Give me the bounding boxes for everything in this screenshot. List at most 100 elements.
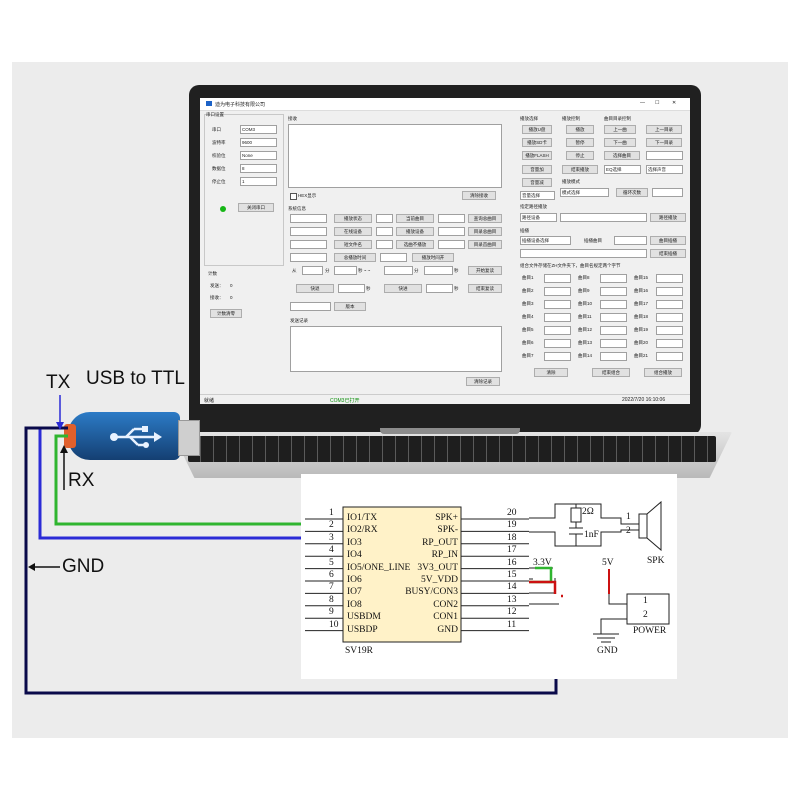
dir-total-button[interactable]: 目录总曲目 <box>468 227 502 236</box>
play-time-button[interactable]: 播放时间开 <box>412 253 454 262</box>
rewind-sec-field[interactable] <box>338 284 365 293</box>
to-min-field[interactable] <box>384 266 413 275</box>
combo-track-field[interactable] <box>656 300 683 309</box>
combo-track-field[interactable] <box>544 352 571 361</box>
minimize-icon[interactable]: — <box>640 100 645 106</box>
from-min-field[interactable] <box>302 266 323 275</box>
combo-track-field[interactable] <box>544 300 571 309</box>
sysinfo-field-5[interactable] <box>376 227 393 236</box>
combo-track-field[interactable] <box>544 339 571 348</box>
insert-track-field[interactable] <box>614 236 647 245</box>
path-device-select[interactable]: 路径设备 <box>520 213 557 222</box>
loop-count-button[interactable]: 循环次数 <box>616 188 648 197</box>
maximize-icon[interactable]: ☐ <box>655 100 660 106</box>
combo-track-field[interactable] <box>656 326 683 335</box>
combo-track-field[interactable] <box>600 287 627 296</box>
baud-select[interactable]: 9600 <box>240 138 277 147</box>
path-field[interactable] <box>560 213 647 222</box>
combo-track-field[interactable] <box>656 313 683 322</box>
combo-track-field[interactable] <box>600 326 627 335</box>
volume-up-button[interactable]: 音量加 <box>522 165 552 174</box>
counter-clear-button[interactable]: 计数清零 <box>210 309 242 318</box>
sysinfo-field-9[interactable] <box>438 240 465 249</box>
select-track-button[interactable]: 选择曲目 <box>604 151 640 160</box>
prev-dir-button[interactable]: 上一目录 <box>646 125 682 134</box>
combo-track-field[interactable] <box>656 339 683 348</box>
rewind-button[interactable]: 快退 <box>296 284 334 293</box>
combo-track-field[interactable] <box>600 274 627 283</box>
volume-select[interactable]: 音量选择 <box>520 191 555 200</box>
clear-log-button[interactable]: 清除记录 <box>466 377 500 386</box>
receive-textarea[interactable] <box>288 124 502 188</box>
combo-play-button[interactable]: 组合播放 <box>644 368 682 377</box>
sysinfo-field-10[interactable] <box>290 253 327 262</box>
start-repeat-button[interactable]: 开始复读 <box>468 266 502 275</box>
pause-button[interactable]: 暂停 <box>566 138 594 147</box>
combo-track-field[interactable] <box>544 287 571 296</box>
combo-track-field[interactable] <box>600 300 627 309</box>
to-sec-field[interactable] <box>424 266 453 275</box>
short-filename-button[interactable]: 短文件名 <box>334 240 372 249</box>
play-button[interactable]: 播放 <box>566 125 594 134</box>
sendlog-textarea[interactable] <box>290 326 502 372</box>
prev-track-button[interactable]: 上一曲 <box>604 125 636 134</box>
total-time-button[interactable]: 总播放时间 <box>334 253 376 262</box>
play-usb-button[interactable]: 播放U盘 <box>522 125 552 134</box>
insert-end-button[interactable]: 结束插播 <box>650 249 686 258</box>
select-track-field[interactable] <box>646 151 683 160</box>
version-field[interactable] <box>290 302 331 311</box>
combo-track-field[interactable] <box>600 352 627 361</box>
play-flash-button[interactable]: 播放FLASH <box>522 151 552 160</box>
loop-count-field[interactable] <box>652 188 683 197</box>
combo-track-field[interactable] <box>544 274 571 283</box>
play-device-button[interactable]: 播放设备 <box>396 227 434 236</box>
mode-select[interactable]: 模式选择 <box>560 188 609 197</box>
stop-button[interactable]: 停止 <box>566 151 594 160</box>
forward-button[interactable]: 快进 <box>384 284 422 293</box>
play-status-button[interactable]: 播放状态 <box>334 214 372 223</box>
eq-select[interactable]: EQ选择 <box>604 165 641 174</box>
volume-down-button[interactable]: 音量减 <box>522 178 552 187</box>
hex-checkbox[interactable] <box>290 193 297 200</box>
databits-select[interactable]: 8 <box>240 164 277 173</box>
close-icon[interactable]: ✕ <box>672 100 677 106</box>
clear-receive-button[interactable]: 清除接收 <box>462 191 496 200</box>
parity-select[interactable]: None <box>240 151 277 160</box>
dir-first-button[interactable]: 目录首曲目 <box>468 240 502 249</box>
combo-track-field[interactable] <box>656 352 683 361</box>
insert-play-button[interactable]: 曲目插播 <box>650 236 686 245</box>
sysinfo-field-6[interactable] <box>438 227 465 236</box>
combo-track-field[interactable] <box>544 326 571 335</box>
combo-track-field[interactable] <box>544 313 571 322</box>
combo-track-field[interactable] <box>600 339 627 348</box>
combo-track-field[interactable] <box>656 274 683 283</box>
next-track-button[interactable]: 下一曲 <box>604 138 636 147</box>
select-no-play-button[interactable]: 选曲不播放 <box>396 240 434 249</box>
next-dir-button[interactable]: 下一目录 <box>646 138 682 147</box>
port-select[interactable]: COM3 <box>240 125 277 134</box>
sysinfo-field-4[interactable] <box>290 227 327 236</box>
play-sd-button[interactable]: 播放SD卡 <box>522 138 552 147</box>
end-play-button[interactable]: 结束播放 <box>562 165 598 174</box>
query-total-button[interactable]: 查询总曲目 <box>468 214 502 223</box>
combo-end-button[interactable]: 结束组合 <box>592 368 630 377</box>
online-device-button[interactable]: 在线设备 <box>334 227 372 236</box>
combo-clear-button[interactable]: 清除 <box>534 368 568 377</box>
version-button[interactable]: 版本 <box>334 302 366 311</box>
insert-path-field[interactable] <box>520 249 647 258</box>
sysinfo-field-1[interactable] <box>290 214 327 223</box>
end-repeat-button[interactable]: 结束复读 <box>468 284 502 293</box>
voice-select[interactable]: 选择声音 <box>646 165 683 174</box>
sysinfo-field-7[interactable] <box>290 240 327 249</box>
path-play-button[interactable]: 路径播放 <box>650 213 686 222</box>
current-track-button[interactable]: 当前曲目 <box>396 214 434 223</box>
from-sec-field[interactable] <box>334 266 357 275</box>
sysinfo-field-3[interactable] <box>438 214 465 223</box>
sysinfo-field-2[interactable] <box>376 214 393 223</box>
sysinfo-field-11[interactable] <box>380 253 407 262</box>
combo-track-field[interactable] <box>600 313 627 322</box>
forward-sec-field[interactable] <box>426 284 453 293</box>
sysinfo-field-8[interactable] <box>376 240 393 249</box>
insert-device-select[interactable]: 插播设备选择 <box>520 236 571 245</box>
combo-track-field[interactable] <box>656 287 683 296</box>
